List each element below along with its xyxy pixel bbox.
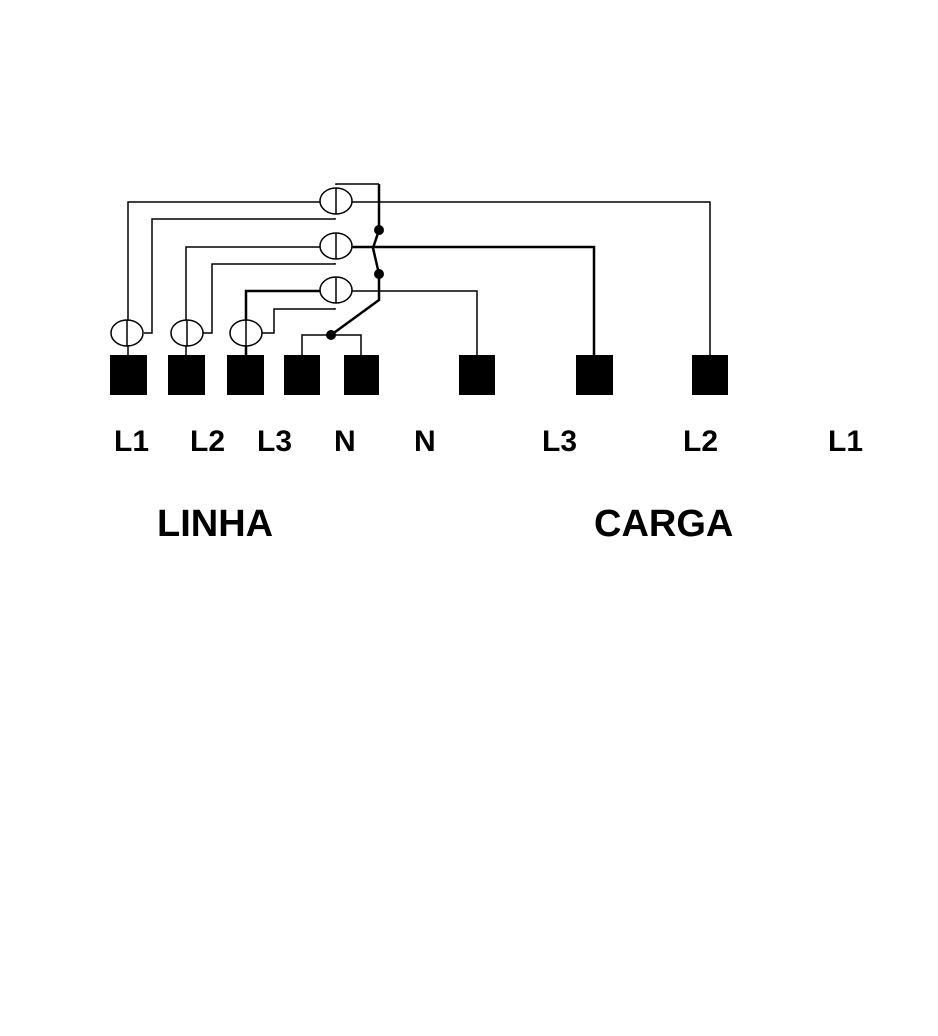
wire-l3-load (352, 290, 478, 355)
wire-l1-load (352, 201, 711, 355)
neutral-bus (330, 184, 381, 337)
terminal-line-l2 (168, 355, 205, 395)
terminal-label-line-l3: L3 (257, 425, 293, 458)
wire-top-loop (335, 183, 379, 185)
terminal-label-load-l1: L1 (828, 425, 864, 458)
terminal-label-line-n: N (334, 425, 356, 458)
terminal-label-line-l1: L1 (114, 425, 150, 458)
wire-l2-outer (185, 246, 320, 355)
terminal-line-l3 (227, 355, 264, 395)
junction-dot-lower (374, 269, 384, 279)
junction-dot-neutral (326, 330, 336, 340)
wire-l2-load (352, 245, 596, 355)
terminal-label-load-l3: L3 (542, 425, 578, 458)
wire-l2-inner (203, 263, 336, 334)
group-label-line: LINHA (157, 503, 274, 545)
terminal-label-load-l2: L2 (683, 425, 719, 458)
terminal-load-l2 (692, 355, 728, 395)
wire-l3-inner (262, 308, 336, 334)
terminal-label-load-n: N (414, 425, 436, 458)
terminal-label-line-l2: L2 (190, 425, 226, 458)
terminal-line-n2 (344, 355, 379, 395)
terminal-line-n1 (284, 355, 320, 395)
terminal-load-n (459, 355, 495, 395)
wire-l1-outer (127, 201, 320, 355)
group-label-load: CARGA (594, 503, 734, 545)
wire-l1-inner (144, 218, 336, 334)
terminal-line-l1 (110, 355, 147, 395)
terminal-load-l3 (576, 355, 613, 395)
junction-dot-upper (374, 225, 384, 235)
